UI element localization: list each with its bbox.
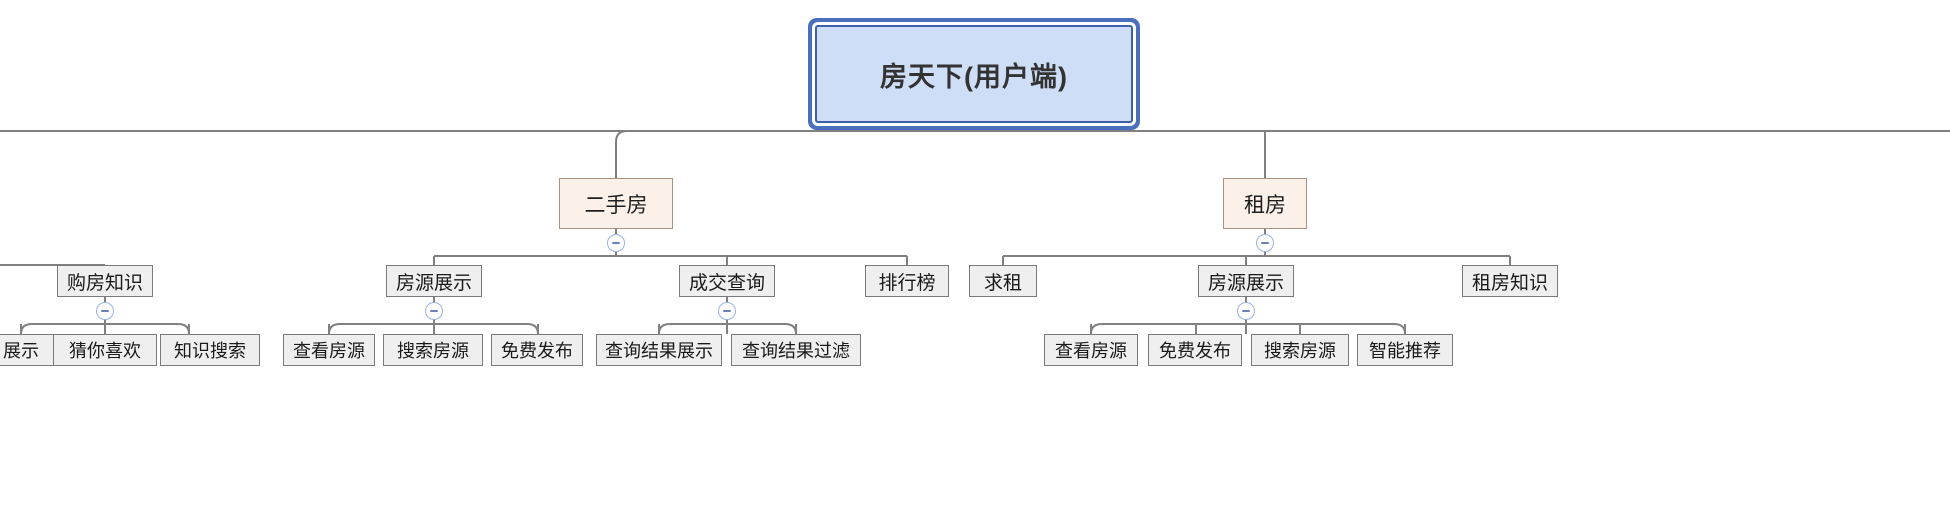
leaf-sousuofangyuan-zufang[interactable]: 搜索房源 xyxy=(1251,334,1349,366)
leaf-chakanfangyuan-ershoufang[interactable]: 查看房源 xyxy=(283,334,375,366)
collapse-toggle-fangyuanzhanshi-ershoufang[interactable] xyxy=(425,302,443,320)
leaf-chakanfangyuan-zufang[interactable]: 查看房源 xyxy=(1044,334,1138,366)
leaf-zhishisousuo[interactable]: 知识搜索 xyxy=(160,334,260,366)
node-fangyuanzhanshi-ershoufang[interactable]: 房源展示 xyxy=(386,265,482,297)
collapse-toggle-ershoufang[interactable] xyxy=(607,234,625,252)
minus-icon xyxy=(612,242,620,244)
node-ershoufang[interactable]: 二手房 xyxy=(559,178,673,229)
node-goufangzhishi[interactable]: 购房知识 xyxy=(57,265,153,297)
collapse-toggle-goufangzhishi[interactable] xyxy=(96,302,114,320)
leaf-mianfeifabu-ershoufang[interactable]: 免费发布 xyxy=(491,334,583,366)
collapse-toggle-fangyuanzhanshi-zufang[interactable] xyxy=(1237,302,1255,320)
node-qiuzu[interactable]: 求租 xyxy=(969,265,1037,297)
minus-icon xyxy=(430,310,438,312)
leaf-cainixihuan[interactable]: 猜你喜欢 xyxy=(53,334,157,366)
leaf-chaxunjieguozhanshi[interactable]: 查询结果展示 xyxy=(596,334,722,366)
minus-icon xyxy=(1242,310,1250,312)
node-zufang[interactable]: 租房 xyxy=(1223,178,1307,229)
leaf-zhinengtuijian[interactable]: 智能推荐 xyxy=(1357,334,1453,366)
minus-icon xyxy=(101,310,109,312)
node-paihangbang[interactable]: 排行榜 xyxy=(865,265,949,297)
collapse-toggle-zufang[interactable] xyxy=(1256,234,1274,252)
leaf-chaxunjieguoguolv[interactable]: 查询结果过滤 xyxy=(731,334,861,366)
root-node[interactable]: 房天下(用户端) xyxy=(815,25,1133,123)
node-fangyuanzhanshi-zufang[interactable]: 房源展示 xyxy=(1198,265,1294,297)
collapse-toggle-chengjiaochaxun[interactable] xyxy=(718,302,736,320)
minus-icon xyxy=(1261,242,1269,244)
leaf-sousuofangyuan-ershoufang[interactable]: 搜索房源 xyxy=(383,334,483,366)
node-zufangzhishi[interactable]: 租房知识 xyxy=(1462,265,1558,297)
node-chengjiaochaxun[interactable]: 成交查询 xyxy=(679,265,775,297)
minus-icon xyxy=(723,310,731,312)
leaf-zhanshi[interactable]: 展示 xyxy=(0,334,60,366)
leaf-mianfeifabu-zufang[interactable]: 免费发布 xyxy=(1148,334,1242,366)
